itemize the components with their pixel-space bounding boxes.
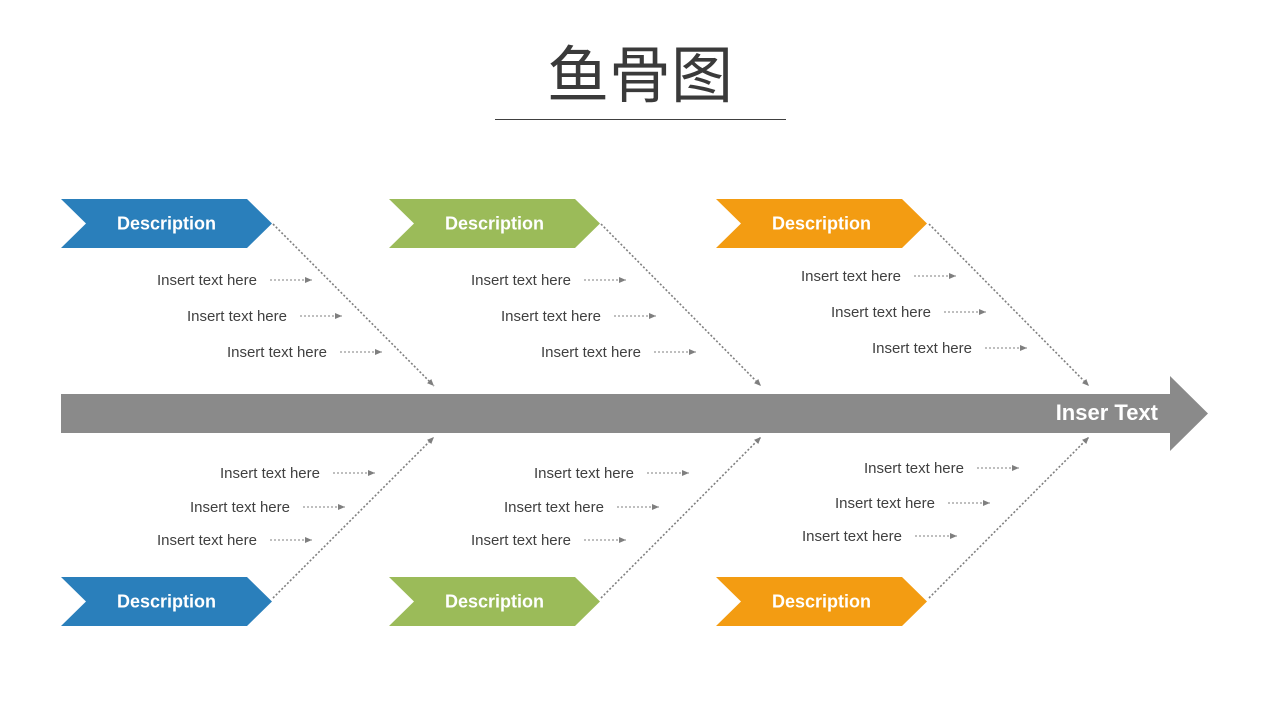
branch-chevron (716, 577, 927, 626)
branch-item-text: Insert text here (157, 272, 257, 289)
branch-item-text: Insert text here (220, 465, 320, 482)
branch-connector (928, 223, 1090, 387)
branch-chevron (389, 199, 600, 248)
branch-label: Description (117, 592, 216, 612)
branch-item-text: Insert text here (835, 495, 935, 512)
branch-item-text: Insert text here (471, 272, 571, 289)
branch-item-text: Insert text here (190, 499, 290, 516)
branch-item-text: Insert text here (831, 304, 931, 321)
branch-connector (600, 223, 762, 387)
page-title: 鱼骨图 (546, 39, 733, 112)
branch-chevron (389, 577, 600, 626)
branch-item-text: Insert text here (504, 499, 604, 516)
branch-connector (600, 436, 762, 599)
branch-connector (272, 223, 435, 387)
spine-arrow (61, 376, 1208, 451)
branch-item-text: Insert text here (872, 340, 972, 357)
branch-item-text: Insert text here (227, 344, 327, 361)
branch-label: Description (117, 214, 216, 234)
branch-item-text: Insert text here (541, 344, 641, 361)
branch-chevron (61, 577, 272, 626)
branch-item-text: Insert text here (801, 268, 901, 285)
branch-item-text: Insert text here (802, 528, 902, 545)
branch-chevron (716, 199, 927, 248)
spine-label: Inser Text (1056, 400, 1159, 425)
branch-item-text: Insert text here (157, 532, 257, 549)
title-underline (495, 119, 786, 120)
branch-label: Description (772, 592, 871, 612)
branch-label: Description (772, 214, 871, 234)
branch-item-text: Insert text here (864, 460, 964, 477)
branch-connector (928, 436, 1090, 599)
branch-label: Description (445, 592, 544, 612)
branch-item-text: Insert text here (501, 308, 601, 325)
branch-chevron (61, 199, 272, 248)
branch-item-text: Insert text here (187, 308, 287, 325)
branch-connector (272, 436, 435, 599)
branch-label: Description (445, 214, 544, 234)
branch-item-text: Insert text here (471, 532, 571, 549)
branch-item-text: Insert text here (534, 465, 634, 482)
